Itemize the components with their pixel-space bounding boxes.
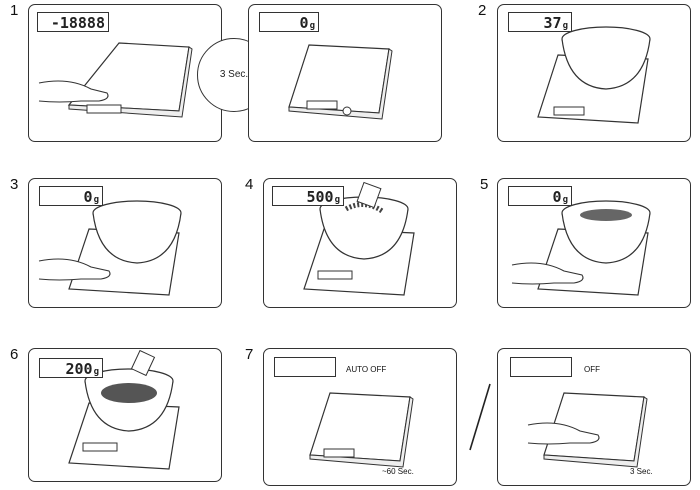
scale-illustration xyxy=(288,44,393,120)
beans-icon xyxy=(101,383,157,403)
time-label: ~60 Sec. xyxy=(382,467,414,476)
step-number-2: 2 xyxy=(478,2,487,19)
bowl-icon xyxy=(561,212,651,264)
bag-icon xyxy=(356,181,382,209)
scale-display: 37g xyxy=(508,12,572,32)
bowl-icon xyxy=(92,212,182,264)
scale-display xyxy=(510,357,572,377)
scale-illustration xyxy=(309,392,414,468)
hand-icon xyxy=(38,80,109,103)
scale-with-bowl-illustration xyxy=(511,200,651,296)
step-5-panel: 0g xyxy=(497,178,691,308)
step-2-panel: 37g xyxy=(497,4,691,142)
scale-display: 0g xyxy=(259,12,319,32)
scale-with-bowl-illustration xyxy=(537,26,651,124)
bowl-icon xyxy=(319,208,409,260)
off-label: OFF xyxy=(584,365,600,374)
scale-display: 200g xyxy=(39,358,103,378)
step-number-6: 6 xyxy=(10,346,19,363)
beans-icon xyxy=(580,209,632,221)
scale-display xyxy=(274,357,336,377)
step-3-panel: 0g xyxy=(28,178,222,308)
bowl-icon xyxy=(561,38,651,90)
step-number-1: 1 xyxy=(10,2,19,19)
scale-display: 500g xyxy=(272,186,344,206)
hand-icon xyxy=(527,422,600,445)
scale-illustration xyxy=(527,392,648,468)
scale-with-bowl-illustration xyxy=(38,200,182,296)
scale-illustration xyxy=(38,42,193,118)
step-7b-panel: OFF 3 Sec. xyxy=(497,348,691,486)
step-number-3: 3 xyxy=(10,176,19,193)
time-label: 3 Sec. xyxy=(630,467,653,476)
step-number-5: 5 xyxy=(480,176,489,193)
scale-display: 0g xyxy=(39,186,103,206)
step-6-panel: 200g xyxy=(28,348,222,482)
step-7-panel: AUTO OFF ~60 Sec. xyxy=(263,348,457,486)
scale-display: 0g xyxy=(508,186,572,206)
step-number-4: 4 xyxy=(245,176,254,193)
step-1-panel: -18888 xyxy=(28,4,222,142)
step-number-7: 7 xyxy=(245,346,254,363)
hand-icon xyxy=(38,258,111,281)
step-4-panel: 500g xyxy=(263,178,457,308)
hand-icon xyxy=(511,262,584,285)
scale-with-bowl-illustration xyxy=(68,349,180,470)
bag-icon xyxy=(130,349,156,377)
step-1b-panel: 0g xyxy=(248,4,442,142)
scale-display: -18888 xyxy=(37,12,109,32)
auto-off-label: AUTO OFF xyxy=(346,365,387,374)
